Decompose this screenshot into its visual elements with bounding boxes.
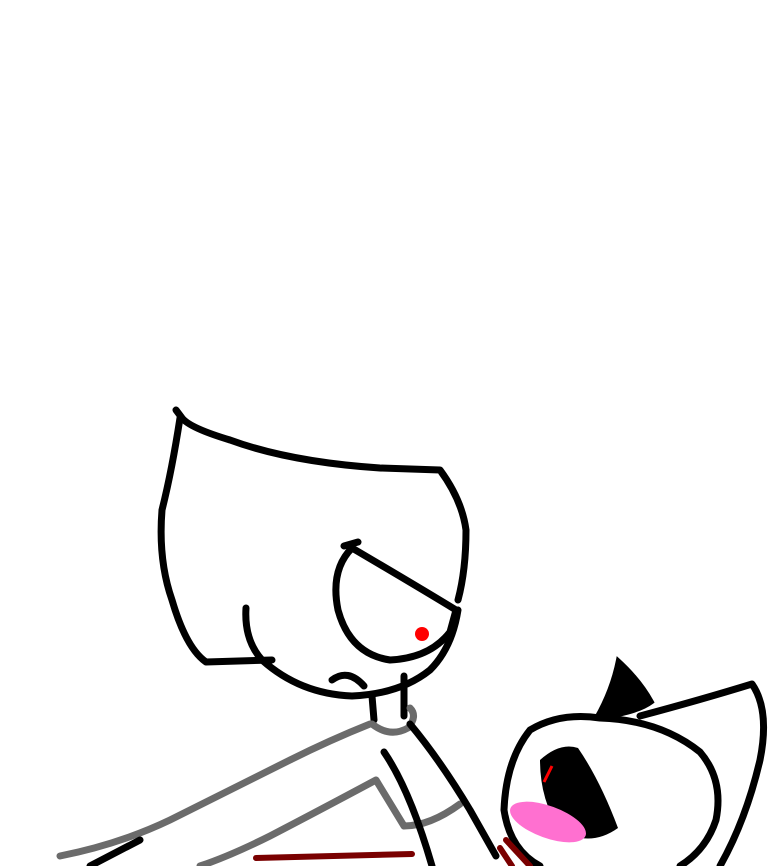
standing-figure-neck <box>368 672 408 724</box>
lying-figure-blush <box>510 801 586 843</box>
standing-figure-body <box>86 720 500 866</box>
lying-figure-head <box>500 713 722 866</box>
standing-figure <box>56 406 500 866</box>
standing-figure-hair <box>172 406 470 604</box>
standing-figure-collar <box>368 704 417 736</box>
standing-figure-arm-lower <box>196 776 464 866</box>
lying-figure <box>497 656 768 866</box>
blood-drip <box>497 837 533 866</box>
blood-streak <box>253 851 415 861</box>
lying-figure-hair <box>592 656 655 721</box>
standing-figure-face <box>242 604 462 700</box>
standing-figure-arm <box>56 720 374 860</box>
standing-figure-eye-pupil <box>415 627 429 641</box>
lying-figure-eye-red <box>542 765 554 783</box>
standing-figure-head-left <box>157 414 276 666</box>
lying-figure-ear <box>636 680 768 866</box>
standing-figure-eye <box>332 538 460 664</box>
standing-figure-mouth <box>328 671 368 690</box>
